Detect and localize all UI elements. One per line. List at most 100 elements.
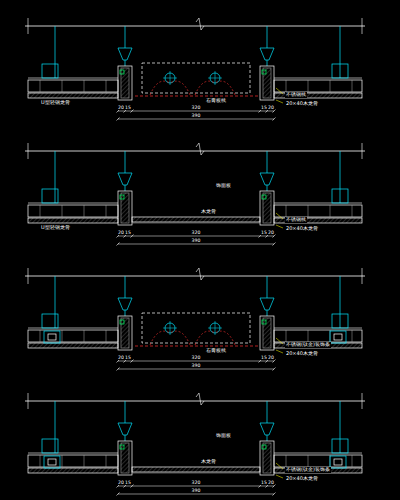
dimension-text: 390: [191, 363, 202, 368]
joist-rib: [62, 455, 63, 467]
slab-edge: [28, 143, 29, 159]
runner-section: [42, 64, 58, 78]
hanger-clip: [118, 298, 132, 310]
wood-batten: [121, 443, 129, 473]
joist-rib: [352, 330, 353, 342]
joist-rib: [286, 205, 287, 217]
material-note: 饰面板: [215, 183, 232, 189]
main-runner: [274, 78, 362, 79]
dimension-line: [118, 119, 274, 120]
hanger-clip: [260, 298, 274, 310]
main-runner: [28, 453, 118, 454]
dimension-tick: [273, 368, 276, 371]
dimension-tick: [273, 493, 276, 496]
material-note: 不锈钢线: [285, 217, 307, 223]
trim-piece: [262, 195, 266, 199]
reveal-frame: [118, 191, 132, 225]
ceiling-board: [274, 468, 362, 473]
joist-rib: [62, 330, 63, 342]
joist-rib: [352, 80, 353, 92]
material-note: 20×40木龙骨: [285, 226, 319, 232]
material-note: 石膏板线: [205, 348, 227, 354]
break-symbol: [196, 143, 204, 155]
material-note: 不锈钢(钛金)装饰条: [285, 467, 331, 473]
reveal-frame: [118, 441, 132, 475]
dimension-line: [118, 361, 274, 362]
material-note: 木龙骨: [200, 459, 217, 465]
hanger-clip: [118, 48, 132, 60]
dimension-tick: [117, 493, 120, 496]
runner-section: [332, 439, 348, 453]
runner-section: [332, 64, 348, 78]
air-vent: [44, 331, 60, 343]
joist-rib: [308, 205, 309, 217]
main-runner: [274, 453, 362, 454]
leader-line: [276, 475, 283, 478]
hanger-rod: [267, 276, 268, 298]
joist-rib: [308, 330, 309, 342]
ceiling-board: [28, 343, 118, 348]
runner-section: [332, 189, 348, 203]
material-note: 20×40木龙骨: [285, 351, 319, 357]
dimension-text: 20: [267, 230, 275, 235]
joist-rib: [330, 80, 331, 92]
light-trough: [142, 63, 250, 93]
light-spread: [195, 81, 235, 95]
reveal-frame: [260, 441, 274, 475]
dimension-text: 390: [191, 488, 202, 493]
material-note: U型轻钢龙骨: [40, 100, 71, 106]
hanger-rod: [55, 401, 56, 453]
hanger-rod: [55, 151, 56, 203]
dimension-text: 320: [191, 230, 202, 235]
break-symbol: [196, 268, 204, 280]
joist-rib: [286, 455, 287, 467]
hanger-rod: [125, 151, 126, 173]
hanger-rod: [125, 26, 126, 48]
material-note: 不锈钢(钛金)装饰条: [285, 342, 331, 348]
panel-edge: [132, 223, 260, 224]
material-note: 不锈钢线: [285, 92, 307, 98]
joist-rib: [40, 205, 41, 217]
slab-line: [25, 401, 365, 402]
runner-section: [42, 439, 58, 453]
hanger-clip: [118, 423, 132, 435]
light-line: [135, 346, 258, 347]
leader-line: [276, 463, 283, 469]
joist-rib: [62, 80, 63, 92]
reveal-frame: [118, 316, 132, 350]
joist: [28, 330, 118, 342]
light-trough: [142, 313, 250, 343]
dimension-text: 15: [124, 355, 132, 360]
wood-batten: [121, 68, 129, 98]
joist-rib: [84, 205, 85, 217]
lamp-cross: [170, 321, 171, 335]
joist-rib: [106, 455, 107, 467]
trim-piece: [262, 445, 266, 449]
slab-edge: [28, 268, 29, 284]
hanger-rod: [125, 401, 126, 423]
joist: [28, 455, 118, 467]
dimension-tick: [273, 118, 276, 121]
joist-rib: [106, 205, 107, 217]
light-spread: [150, 331, 190, 345]
joist-rib: [84, 330, 85, 342]
runner-section: [42, 314, 58, 328]
joist: [274, 330, 362, 342]
dimension-line: [118, 494, 274, 495]
air-vent: [44, 456, 60, 468]
hanger-clip: [118, 173, 132, 185]
material-note: 石膏板线: [205, 98, 227, 104]
leader-line: [276, 338, 283, 344]
main-runner: [28, 78, 118, 79]
trim-piece: [120, 195, 124, 199]
dimension-text: 15: [124, 105, 132, 110]
leader-line: [276, 350, 283, 353]
air-vent-core: [334, 459, 342, 465]
hanger-rod: [267, 401, 268, 423]
dimension-text: 15: [124, 230, 132, 235]
wood-batten: [263, 318, 271, 348]
dimension-text: 320: [191, 480, 202, 485]
wood-batten: [121, 193, 129, 223]
joist: [274, 80, 362, 92]
